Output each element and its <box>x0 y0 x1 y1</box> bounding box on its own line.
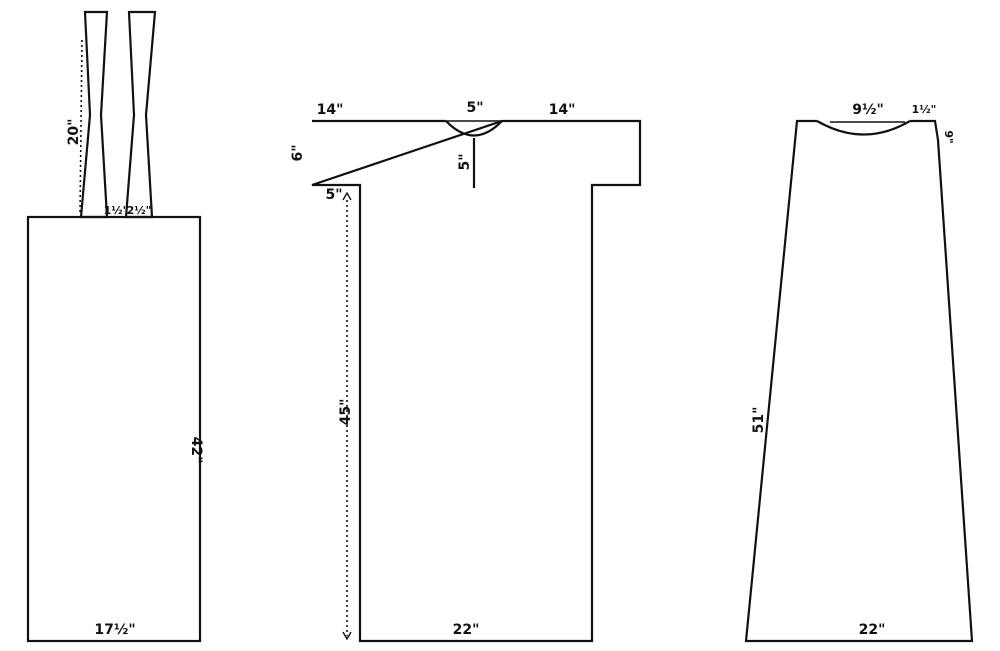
sleeve-depth-label: 6" <box>290 144 306 161</box>
underarm-label: 5" <box>325 187 342 203</box>
neck-curve <box>445 120 503 137</box>
strap-right <box>124 10 157 219</box>
strap-2-width-label: 2½" <box>127 204 152 217</box>
body-height-label: 42" <box>188 437 204 464</box>
skirt-shoulder-label: 1½" <box>912 103 937 116</box>
strap-left <box>79 10 109 219</box>
piece-body-with-straps: 20" 1½" 2½" 42" 17½" <box>26 10 204 643</box>
strap-length-label: 20" <box>66 119 82 146</box>
t-shirt-outline <box>311 119 642 643</box>
strap-1-width-label: 1½" <box>104 204 129 217</box>
arrow-heads <box>342 191 352 641</box>
skirt-outline <box>744 119 974 643</box>
skirt-neck-curve <box>816 120 911 136</box>
strap-length-marker <box>79 39 83 216</box>
piece-skirt: 9½" 1½" 9" 51" 22" <box>744 102 974 643</box>
body-rectangle <box>26 215 202 643</box>
neck-slit-label: 5" <box>457 153 473 170</box>
left-sleeve-label: 14" <box>317 102 344 118</box>
piece-t-shirt: 14" 5" 14" 6" 5" 5" 45" 22" <box>290 100 642 643</box>
skirt-neck-label: 9½" <box>852 102 884 118</box>
neck-width-label: 5" <box>466 100 483 116</box>
skirt-drop-label: 9" <box>942 130 955 143</box>
body-length-label: 45" <box>338 399 354 426</box>
right-sleeve-label: 14" <box>549 102 576 118</box>
skirt-side-label: 51" <box>751 407 767 434</box>
hem-width-label: 22" <box>453 622 480 638</box>
skirt-hem-label: 22" <box>859 622 886 638</box>
body-width-label: 17½" <box>94 622 135 638</box>
